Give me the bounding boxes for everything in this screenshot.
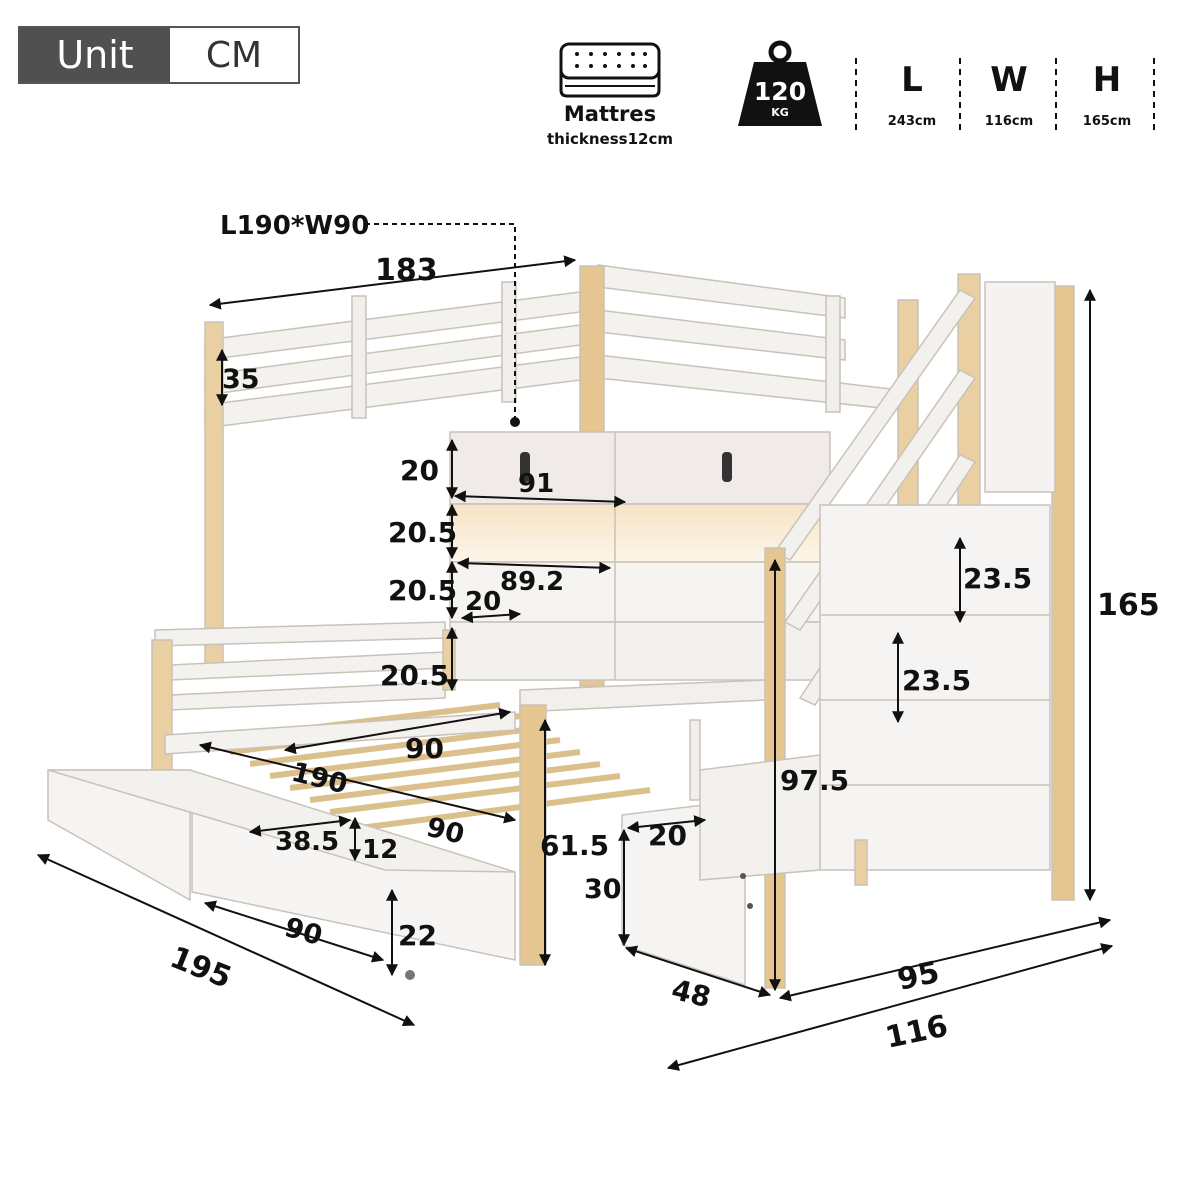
dim-drawer-inner: 38.5 [275, 827, 339, 857]
mattress-subtitle: thickness12cm [547, 130, 673, 148]
bed-structure [47, 264, 1075, 989]
dim-cabinet-height: 30 [584, 874, 622, 905]
unit-box: Unit CM [18, 26, 300, 84]
unit-label: Unit [20, 28, 170, 82]
dimension-lines [36, 223, 1114, 1071]
dim-total-length: 195 [165, 940, 236, 996]
dim-mattress-size: L190*W90 [220, 211, 369, 241]
mattress-title: Mattres [563, 102, 657, 126]
dim-shelf-depth: 20 [465, 587, 501, 617]
dim-total-height: 165 [1097, 588, 1160, 623]
dim-bottom-length: 190 [288, 757, 350, 801]
dim-top-length: 183 [375, 253, 438, 288]
dim-drawer-depth: 12 [362, 835, 398, 865]
unit-value: CM [205, 34, 263, 76]
spec-width-value: 116cm [984, 114, 1034, 129]
dim-total-width: 116 [882, 1009, 951, 1056]
dim-shelf-inner: 89.2 [500, 567, 564, 597]
spec-width: W 116cm [964, 60, 1054, 129]
dim-drawer-height: 22 [398, 919, 437, 952]
mattress-icon [559, 42, 661, 98]
dim-stair-width: 95 [894, 955, 942, 998]
dim-shelf-width: 91 [518, 469, 554, 499]
weight-unit: KG [771, 106, 789, 119]
dim-stair-2: 23.5 [902, 664, 971, 697]
dim-shelf-4: 20.5 [380, 659, 449, 692]
dim-cabinet-depth: 20 [648, 819, 687, 852]
dim-stair-1: 23.5 [963, 562, 1032, 595]
weight-icon: 120 KG [738, 40, 822, 126]
spec-length-value: 243cm [887, 114, 937, 129]
spec-length: L 243cm [867, 60, 957, 129]
spec-width-letter: W [990, 60, 1028, 100]
dim-shelf-3: 20.5 [388, 574, 457, 607]
dim-shelf-1: 20 [400, 454, 439, 487]
dim-bottom-width: 90 [405, 732, 444, 765]
spec-height-value: 165cm [1082, 114, 1132, 129]
dim-stair-height: 97.5 [780, 764, 849, 797]
weight-value: 120 [754, 77, 806, 106]
spec-height-letter: H [1092, 60, 1122, 100]
dim-shelf-2: 20.5 [388, 516, 457, 549]
dim-top-rail: 35 [222, 364, 260, 395]
dim-post-height: 61.5 [540, 829, 609, 862]
spec-dividers [855, 58, 1155, 132]
spec-length-letter: L [901, 60, 923, 100]
dim-cabinet-width: 48 [668, 973, 714, 1014]
spec-height: H 165cm [1062, 60, 1152, 129]
